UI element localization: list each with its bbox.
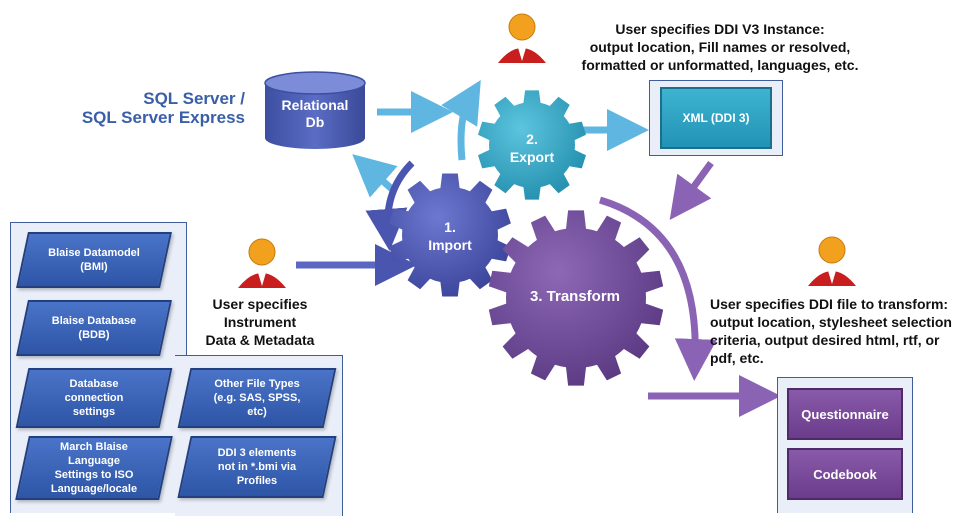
db-line1: Relational bbox=[281, 97, 349, 113]
import-note-line2: Instrument bbox=[223, 314, 297, 330]
output-questionnaire: Questionnaire bbox=[787, 388, 903, 440]
import-gear-icon bbox=[389, 173, 511, 297]
xml-panel: XML (DDI 3) bbox=[649, 80, 783, 156]
export-text: Export bbox=[509, 149, 555, 165]
export-number: 2. bbox=[526, 131, 538, 147]
input-label: Other File Types (e.g. SAS, SPSS, etc) bbox=[213, 378, 301, 418]
import-number: 1. bbox=[444, 219, 456, 235]
input-label: Blaise Datamodel (BMI) bbox=[48, 247, 140, 273]
import-note-line3: Data & Metadata bbox=[205, 332, 315, 348]
input-label: Blaise Database (BDB) bbox=[51, 315, 137, 341]
diagram: SQL Server / SQL Server Express Relation… bbox=[10, 13, 970, 516]
import-gear-label: 1. Import bbox=[420, 218, 480, 254]
output-codebook: Codebook bbox=[787, 448, 903, 500]
data-flow-arrows bbox=[296, 79, 781, 417]
input-blaise-datamodel: Blaise Datamodel (BMI) bbox=[16, 232, 172, 288]
server-line1: SQL Server / bbox=[143, 89, 245, 108]
transform-note-line2: output location, stylesheet selection bbox=[710, 314, 952, 330]
diagram-graphics bbox=[238, 13, 856, 417]
input-other-file-types: Other File Types (e.g. SAS, SPSS, etc) bbox=[177, 368, 337, 428]
server-line2: SQL Server Express bbox=[81, 108, 245, 127]
input-database-connection: Database connection settings bbox=[15, 368, 173, 428]
input-language-settings: March Blaise Language Settings to ISO La… bbox=[15, 436, 173, 500]
outputs-panel: Questionnaire Codebook bbox=[777, 377, 913, 513]
transform-note: User specifies DDI file to transform: ou… bbox=[710, 295, 970, 367]
export-note-line3: formatted or unformatted, languages, etc… bbox=[581, 57, 859, 73]
transform-gear-label: 3. Transform bbox=[529, 288, 621, 305]
input-label: March Blaise Language Settings to ISO La… bbox=[50, 441, 138, 495]
export-note: User specifies DDI V3 Instance: output l… bbox=[565, 20, 875, 74]
db-line2: Db bbox=[305, 114, 325, 130]
import-note-line1: User specifies bbox=[212, 296, 308, 312]
database-icon bbox=[264, 71, 366, 149]
user-icon bbox=[238, 238, 286, 288]
xml-ddi3-box: XML (DDI 3) bbox=[660, 87, 772, 149]
transform-note-line4: pdf, etc. bbox=[710, 350, 764, 366]
transform-note-line3: criteria, output desired html, rtf, or bbox=[710, 332, 940, 348]
export-note-line1: User specifies DDI V3 Instance: bbox=[615, 21, 825, 37]
user-icon bbox=[498, 13, 546, 63]
import-note: User specifies Instrument Data & Metadat… bbox=[190, 295, 330, 349]
export-gear-label: 2. Export bbox=[500, 130, 564, 166]
database-label: Relational Db bbox=[265, 97, 365, 131]
export-gear-icon bbox=[478, 90, 586, 200]
input-label: Database connection settings bbox=[64, 378, 124, 418]
users bbox=[238, 13, 856, 288]
server-label: SQL Server / SQL Server Express bbox=[80, 89, 245, 127]
transform-note-line1: User specifies DDI file to transform: bbox=[710, 296, 949, 312]
input-blaise-database: Blaise Database (BDB) bbox=[16, 300, 172, 356]
user-icon bbox=[808, 236, 856, 286]
input-label: DDI 3 elements not in *.bmi via Profiles bbox=[217, 447, 297, 487]
import-text: Import bbox=[428, 237, 472, 253]
transform-gear-icon bbox=[488, 210, 664, 386]
gears bbox=[389, 90, 664, 386]
input-ddi3-elements: DDI 3 elements not in *.bmi via Profiles bbox=[177, 436, 337, 498]
export-note-line2: output location, Fill names or resolved, bbox=[589, 39, 851, 55]
